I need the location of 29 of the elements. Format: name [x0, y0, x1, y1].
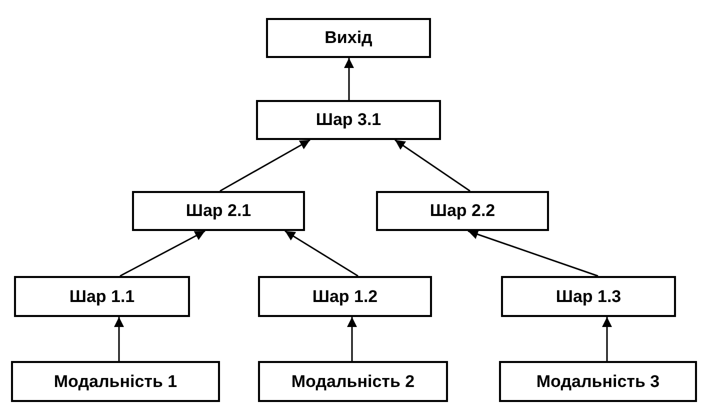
arrow: [120, 230, 206, 277]
arrow: [468, 230, 598, 277]
node-label: Шар 1.2: [312, 286, 378, 306]
layer-box: [258, 361, 448, 402]
arrow: [602, 317, 612, 361]
node-label: Модальність 3: [536, 372, 660, 392]
node-label: Модальність 1: [54, 372, 178, 392]
node-label: Шар 2.2: [430, 201, 496, 221]
node-label: Шар 1.1: [69, 286, 135, 306]
layer-box: [14, 276, 190, 317]
node-label: Шар 2.1: [186, 201, 252, 221]
layer-box: [266, 18, 431, 58]
layer-box: [258, 276, 432, 317]
arrow: [347, 317, 357, 361]
layer-box: [132, 191, 305, 231]
arrow: [284, 230, 358, 277]
node-label: Шар 1.3: [556, 286, 622, 306]
arrow: [344, 58, 354, 100]
layer-box: [501, 276, 676, 317]
arrow: [220, 139, 310, 192]
layer-box: [376, 191, 549, 231]
layer-box: [11, 361, 220, 402]
node-label: Модальність 2: [291, 372, 415, 392]
layer-box: [499, 361, 697, 402]
node-label: Вихід: [324, 28, 372, 48]
node-label: Шар 3.1: [316, 110, 382, 130]
arrow: [394, 139, 470, 192]
layer-box: [256, 100, 441, 140]
arrow: [114, 317, 124, 361]
